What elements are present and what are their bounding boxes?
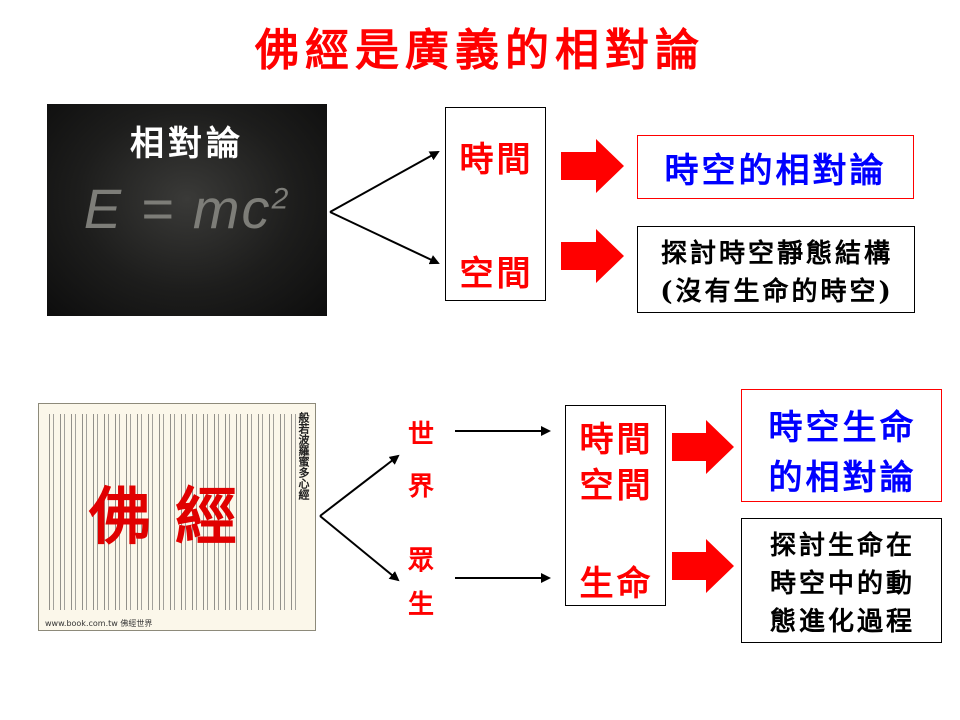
time-space-life-box: 時間 空間 生命 bbox=[565, 405, 666, 606]
static-structure-box: 探討時空靜態結構 (沒有生命的時空) bbox=[637, 226, 915, 313]
space-label-2: 空間 bbox=[579, 466, 654, 506]
red-arrow-2 bbox=[561, 229, 624, 283]
beings-char-1: 眾 bbox=[408, 546, 438, 576]
time-label: 時間 bbox=[459, 140, 534, 180]
fork-line-time bbox=[329, 151, 440, 213]
einstein-formula: E = mc2 bbox=[47, 176, 327, 241]
spacetime-relativity-box: 時空的相對論 bbox=[637, 135, 914, 199]
life-relativity-line1: 時空生命 bbox=[768, 408, 917, 448]
static-structure-note: (沒有生命的時空) bbox=[660, 277, 894, 307]
life-relativity-box: 時空生命 的相對論 bbox=[741, 389, 942, 502]
static-structure-text: 探討時空靜態結構 bbox=[660, 239, 893, 269]
dynamic-line3: 態進化過程 bbox=[769, 607, 915, 637]
fork-line-world bbox=[319, 454, 400, 517]
blackboard-label: 相對論 bbox=[130, 124, 244, 164]
heart-sutra-image: 般若波羅蜜多心經 佛經 www.book.com.tw 佛經世界 bbox=[38, 403, 316, 631]
dynamic-evolution-box: 探討生命在 時空中的動 態進化過程 bbox=[741, 518, 942, 643]
world-char-2: 界 bbox=[408, 472, 438, 502]
sutra-title: 般若波羅蜜多心經 bbox=[297, 412, 311, 622]
red-arrow-4 bbox=[672, 539, 734, 593]
fork-line-beings bbox=[319, 515, 400, 582]
time-label-2: 時間 bbox=[579, 420, 654, 460]
time-space-box: 時間 空間 bbox=[445, 107, 546, 301]
formula-exponent: 2 bbox=[271, 182, 291, 216]
beings-char-2: 生 bbox=[408, 590, 438, 620]
red-arrow-3 bbox=[672, 420, 734, 474]
dynamic-line1: 探討生命在 bbox=[769, 531, 915, 561]
page-title: 佛經是廣義的相對論 bbox=[255, 25, 705, 76]
life-label: 生命 bbox=[579, 564, 654, 604]
red-arrow-1 bbox=[561, 139, 624, 193]
formula-base: E = mc bbox=[83, 177, 272, 240]
dynamic-line2: 時空中的動 bbox=[769, 569, 915, 599]
life-relativity-line2: 的相對論 bbox=[768, 458, 917, 498]
fork-line-space bbox=[329, 211, 440, 265]
sutra-text-columns bbox=[49, 414, 305, 610]
world-char-1: 世 bbox=[408, 420, 438, 450]
sutra-big-characters: 佛經 bbox=[89, 480, 262, 553]
relativity-blackboard-image: 相對論 E = mc2 bbox=[47, 104, 327, 316]
sutra-footer: www.book.com.tw 佛經世界 bbox=[45, 619, 153, 628]
space-label: 空間 bbox=[459, 254, 534, 294]
